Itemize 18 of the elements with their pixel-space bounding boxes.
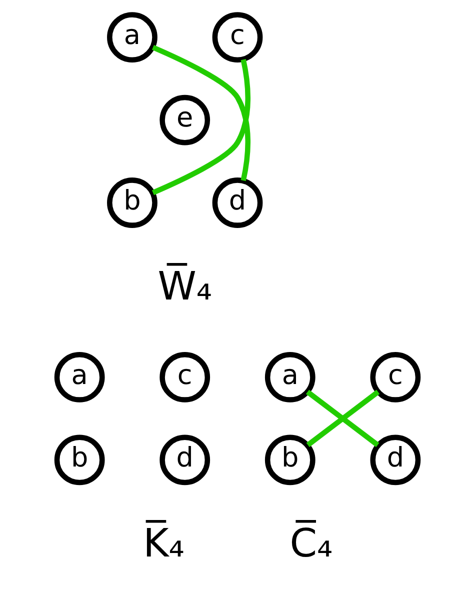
label: W̅₄ bbox=[158, 264, 212, 310]
node-circle: b bbox=[264, 434, 316, 486]
connector bbox=[152, 58, 250, 196]
node-circle: a bbox=[107, 12, 158, 62]
label: K̅₄ bbox=[143, 522, 184, 567]
node-circle: c bbox=[212, 12, 263, 62]
connector bbox=[152, 44, 250, 182]
node-circle: d bbox=[160, 434, 210, 486]
node-circle: d bbox=[370, 434, 421, 486]
node-circle: a bbox=[264, 352, 316, 402]
node-circle: b bbox=[107, 178, 158, 228]
node-circle: c bbox=[370, 352, 421, 402]
label: C̅₄ bbox=[290, 522, 333, 567]
node-circle: c bbox=[160, 352, 210, 402]
node-circle: d bbox=[212, 178, 263, 228]
node-circle: b bbox=[54, 434, 105, 486]
node-circle: e bbox=[160, 94, 210, 146]
node-circle: a bbox=[54, 352, 105, 402]
